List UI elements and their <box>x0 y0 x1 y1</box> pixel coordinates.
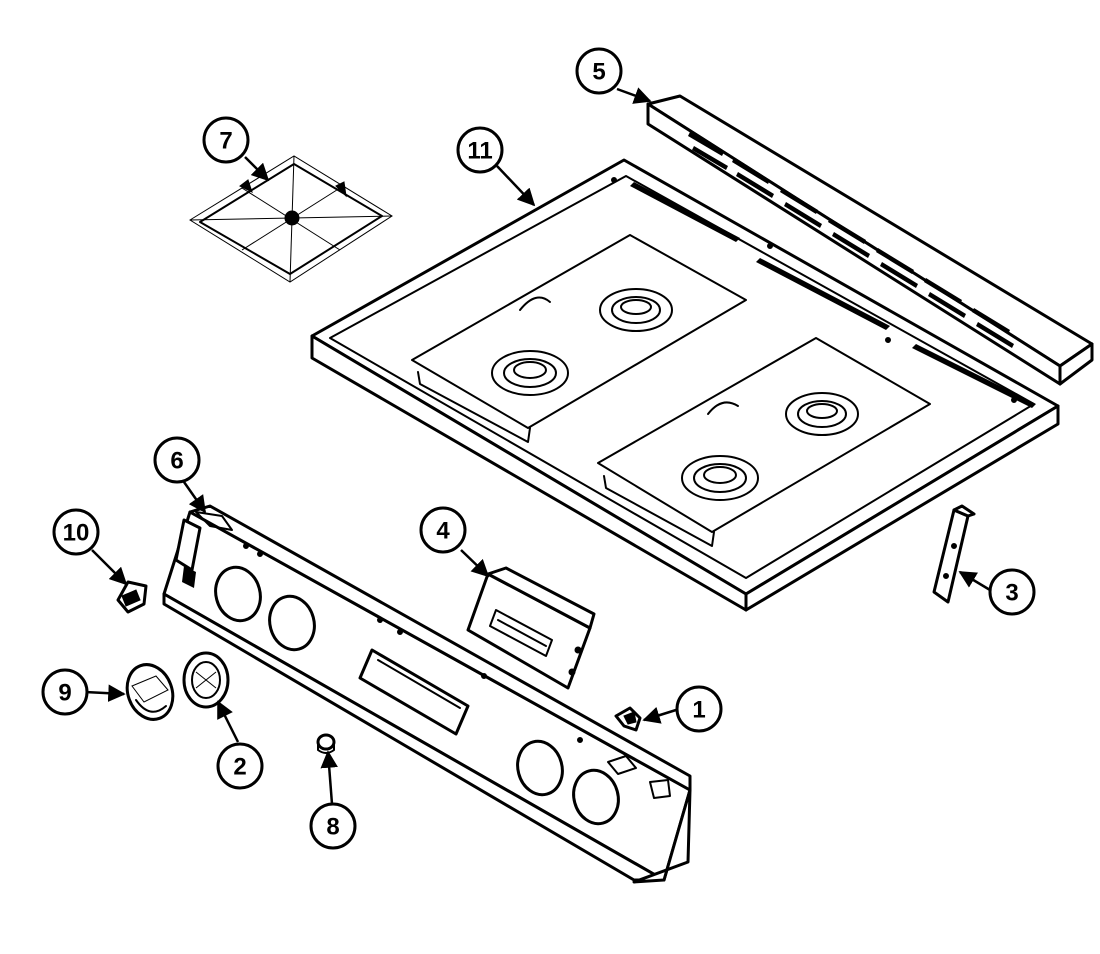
burner-ring <box>491 350 569 396</box>
callout-9-label: 9 <box>58 680 71 707</box>
callout-10-label: 10 <box>63 520 90 547</box>
cooktop-part <box>310 158 1060 612</box>
callout-11: 11 <box>456 126 504 174</box>
callout-8: 8 <box>309 802 357 850</box>
callout-1: 1 <box>675 685 723 733</box>
callout-6-label: 6 <box>170 448 183 475</box>
bezel-part <box>182 651 230 709</box>
callout-4-label: 4 <box>436 518 450 545</box>
clip-part <box>116 580 148 614</box>
callout-11-label: 11 <box>467 138 492 165</box>
knob-part <box>125 663 175 721</box>
callout-3-label: 3 <box>1005 580 1018 607</box>
burner-ring <box>681 455 759 501</box>
callout-2-label: 2 <box>233 754 246 781</box>
callout-2: 2 <box>216 742 264 790</box>
burner-ring <box>785 392 859 436</box>
burner-ring <box>599 288 673 332</box>
clock-module-part <box>466 566 596 690</box>
callout-6: 6 <box>153 436 201 484</box>
vent-trim-part <box>646 94 1094 386</box>
callout-3: 3 <box>988 568 1036 616</box>
leader-lines <box>84 87 991 805</box>
callout-5-label: 5 <box>592 59 605 86</box>
callout-8-label: 8 <box>326 814 339 841</box>
callout-7-label: 7 <box>219 128 232 155</box>
bushing-part <box>316 733 336 754</box>
callout-5: 5 <box>575 47 623 95</box>
callout-7: 7 <box>202 116 250 164</box>
control-panel-part <box>162 504 692 884</box>
callout-1-label: 1 <box>692 697 705 724</box>
bracket-part <box>932 504 976 604</box>
callout-9: 9 <box>41 668 89 716</box>
grate-part <box>189 155 393 283</box>
callout-10: 10 <box>52 508 100 556</box>
small-clip-part <box>614 706 642 732</box>
callout-4: 4 <box>419 506 467 554</box>
